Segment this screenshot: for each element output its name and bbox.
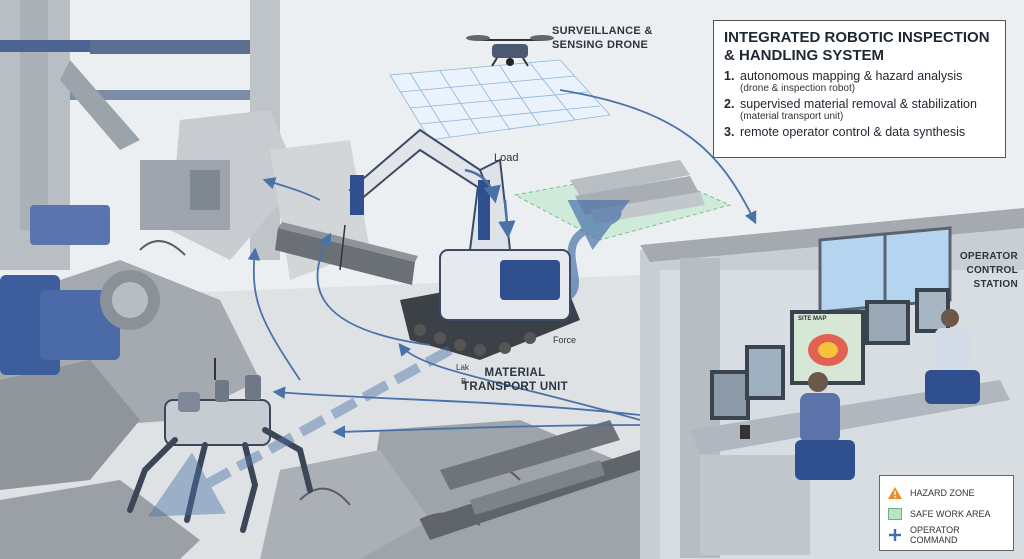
ground-flow-arrow xyxy=(147,345,453,517)
step-number: 2. xyxy=(724,97,735,111)
ruined-building xyxy=(0,0,370,280)
force-label: Force xyxy=(553,335,577,345)
legend-label: SAFE WORK AREA xyxy=(910,508,991,519)
title-heading: INTEGRATED ROBOTIC INSPECTION & HANDLING… xyxy=(724,29,990,64)
step-number: 3. xyxy=(724,125,735,139)
operator-station xyxy=(640,208,1024,559)
transport-path-arrow xyxy=(558,199,631,304)
step-item: 3. remote operator control & data synthes… xyxy=(724,125,995,139)
command-cross-icon xyxy=(888,528,902,541)
lifted-beam xyxy=(275,222,418,285)
step-text: supervised material removal & stabilizat… xyxy=(740,97,977,111)
step-sub: (drone & inspection robot) xyxy=(740,83,856,94)
drone-icon xyxy=(466,35,554,67)
legend-item-safe: SAFE WORK AREA xyxy=(888,503,1005,524)
title-panel: INTEGRATED ROBOTIC INSPECTION & HANDLING… xyxy=(713,20,1006,158)
data-flow-arrows xyxy=(247,89,763,439)
steps-list: 1. autonomous mapping & hazard analysis (… xyxy=(724,69,995,139)
legend: HAZARD ZONE SAFE WORK AREA OPERATOR COMM… xyxy=(879,475,1014,551)
b-label: B xyxy=(461,377,467,386)
lak-label: Lak xyxy=(456,363,469,372)
load-label: Load xyxy=(494,152,519,164)
site-map-label: SITE MAP xyxy=(798,316,827,322)
safe-square-icon xyxy=(888,507,902,520)
step-text: remote operator control & data synthesis xyxy=(740,125,966,139)
industrial-machine xyxy=(0,205,160,375)
material-transport-unit xyxy=(348,128,580,360)
legend-label: HAZARD ZONE xyxy=(910,487,975,498)
step-number: 1. xyxy=(724,69,735,83)
legend-label: OPERATOR COMMAND xyxy=(910,524,960,545)
step-item: 1. autonomous mapping & hazard analysis (… xyxy=(724,69,995,95)
step-item: 2. supervised material removal & stabiliz… xyxy=(724,97,995,123)
drone-scan-grid xyxy=(389,59,611,141)
inspection-robot xyxy=(127,358,313,533)
drone-label: SURVEILLANCE & SENSING DRONE xyxy=(552,25,653,51)
step-sub: (material transport unit) xyxy=(740,111,844,122)
transport-label: MATERIAL TRANSPORT UNIT xyxy=(462,367,568,393)
step-text: autonomous mapping & hazard analysis xyxy=(740,69,963,83)
legend-item-hazard: HAZARD ZONE xyxy=(888,482,1005,503)
legend-item-command: OPERATOR COMMAND xyxy=(888,524,1005,545)
rubble xyxy=(0,240,640,559)
hazard-triangle-icon xyxy=(888,486,902,499)
station-label: OPERATOR CONTROL STATION xyxy=(959,251,1018,290)
